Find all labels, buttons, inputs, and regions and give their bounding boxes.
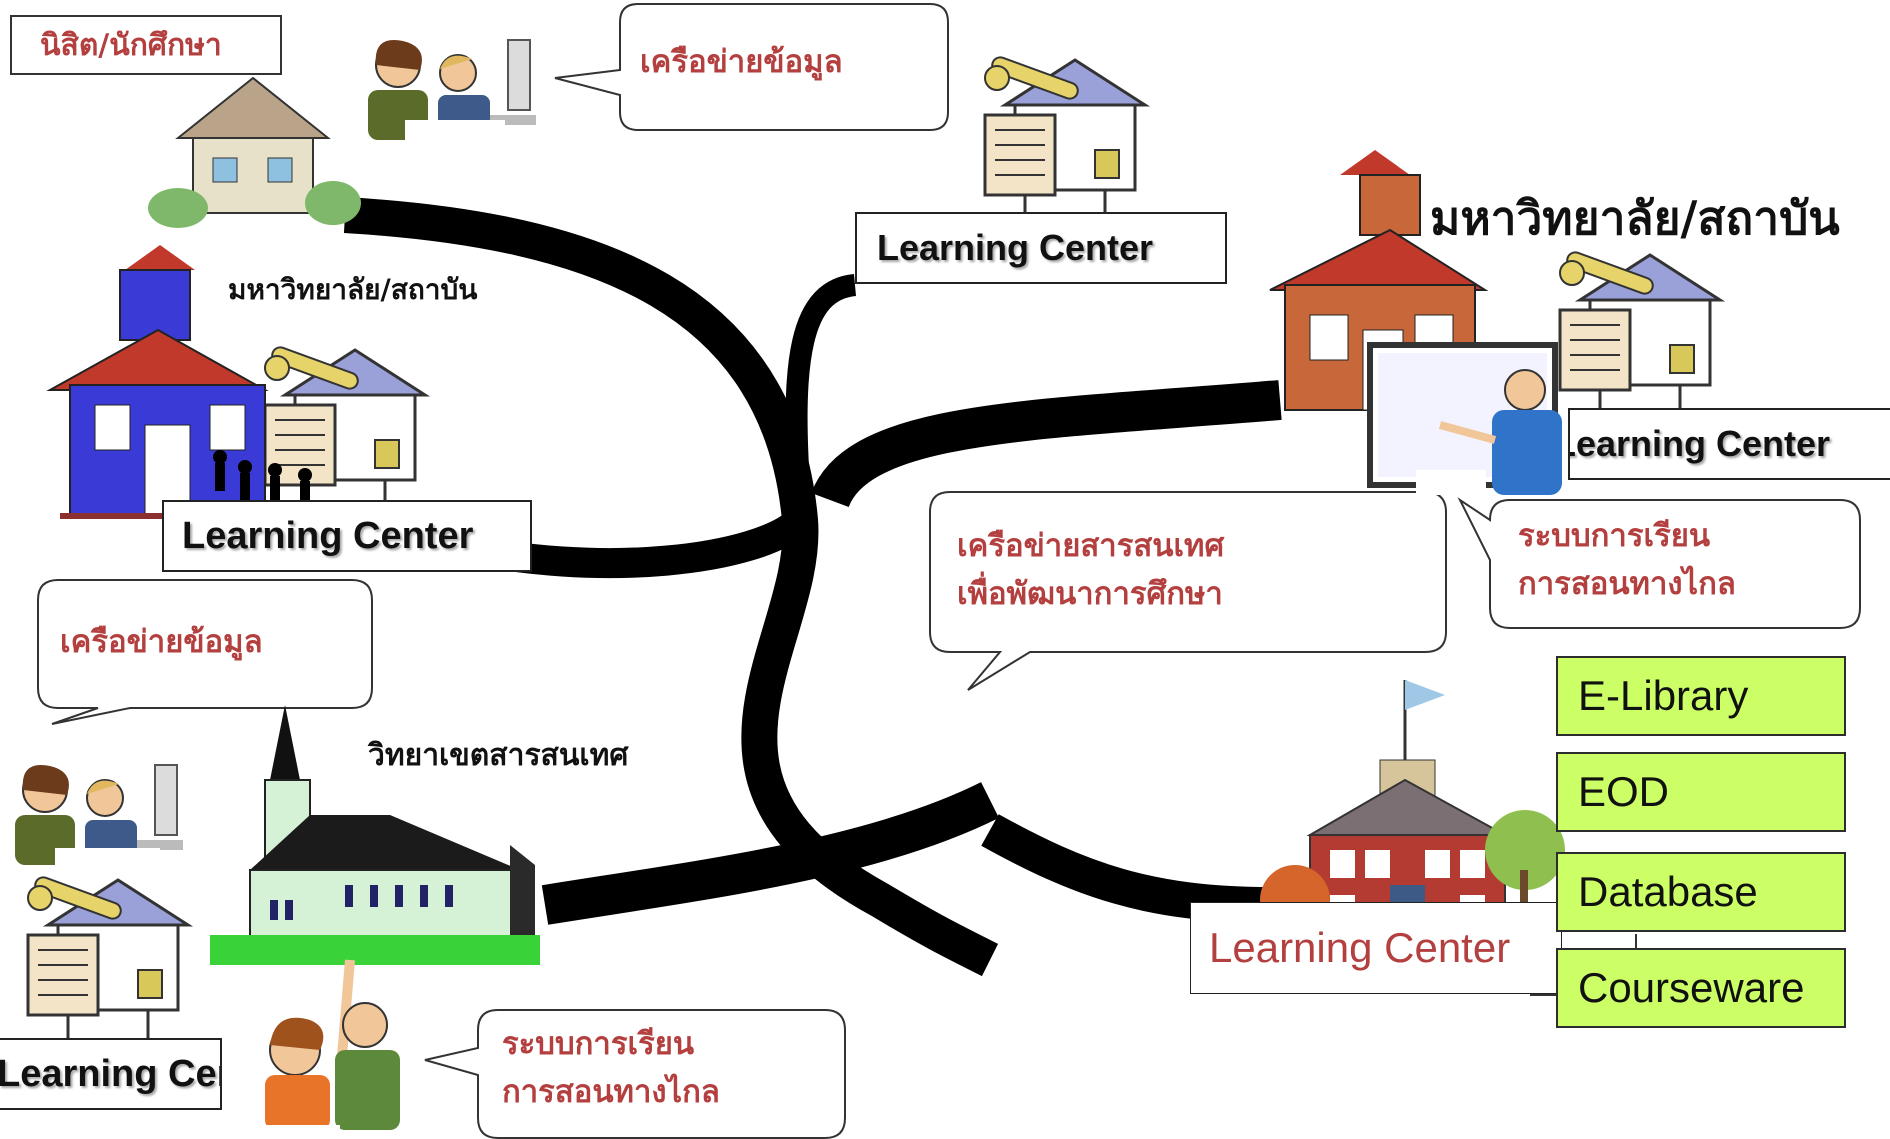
data-network-left-text: เครือข่ายข้อมูล bbox=[60, 624, 263, 660]
resource-database-label: Database bbox=[1578, 868, 1758, 915]
student-label: นิสิต/นักศึกษา bbox=[40, 28, 222, 63]
distance-learning-bottom-text: ระบบการเรียน การสอนทางไกล bbox=[502, 1020, 720, 1116]
resource-courseware: Courseware bbox=[1556, 948, 1846, 1028]
distance-learning-right-text: ระบบการเรียน การสอนทางไกล bbox=[1518, 512, 1736, 608]
learning-center-bottom-right: Learning Center bbox=[1190, 902, 1562, 994]
info-network-line2: เพื่อพัฒนาการศึกษา bbox=[957, 576, 1223, 613]
resource-e-library: E-Library bbox=[1556, 656, 1846, 736]
data-network-top-text: เครือข่ายข้อมูล bbox=[640, 44, 843, 80]
speech-bubbles bbox=[37, 3, 1861, 1139]
resource-eod: EOD bbox=[1556, 752, 1846, 832]
campus-church-illustration bbox=[210, 705, 540, 965]
campus-label: วิทยาเขตสารสนเทศ bbox=[368, 738, 629, 773]
university-label-large: มหาวิทยาลัย/สถาบัน bbox=[1430, 191, 1840, 245]
learning-center-bottom-left: Learning Center bbox=[0, 1038, 222, 1110]
learning-center-bottom-left-label: Learning Center bbox=[0, 1052, 220, 1095]
students-raising-hand-illustration bbox=[260, 959, 400, 1139]
resource-e-library-label: E-Library bbox=[1578, 672, 1749, 719]
learning-center-bottom-right-label: Learning Center bbox=[1209, 924, 1511, 971]
distance-right-line1: ระบบการเรียน bbox=[1518, 518, 1711, 554]
learning-center-left-label: Learning Center bbox=[182, 514, 474, 557]
student-label-box: นิสิต/นักศึกษา bbox=[10, 15, 282, 75]
resource-database: Database bbox=[1556, 852, 1846, 932]
learning-center-top: Learning Center bbox=[855, 212, 1227, 284]
learning-center-right-label: Learning Center bbox=[1568, 423, 1831, 464]
learning-center-top-label: Learning Center bbox=[877, 227, 1154, 268]
network-links bbox=[343, 197, 1282, 977]
learning-center-right: Learning Center bbox=[1568, 408, 1890, 480]
blue-school-illustration bbox=[46, 245, 312, 519]
learning-center-left: Learning Center bbox=[162, 500, 532, 572]
resource-courseware-label: Courseware bbox=[1578, 964, 1805, 1011]
info-network-line1: เครือข่ายสารสนเทศ bbox=[957, 528, 1225, 564]
whiteboard-teacher-illustration bbox=[1367, 342, 1562, 495]
resource-eod-label: EOD bbox=[1578, 768, 1670, 815]
house-illustration bbox=[148, 76, 361, 228]
distance-bottom-line1: ระบบการเรียน bbox=[502, 1026, 695, 1062]
resource-connectors bbox=[1530, 934, 1637, 996]
distance-bottom-line2: การสอนทางไกล bbox=[502, 1074, 720, 1111]
university-label-small: มหาวิทยาลัย/สถาบัน bbox=[228, 273, 478, 306]
info-network-text: เครือข่ายสารสนเทศ เพื่อพัฒนาการศึกษา bbox=[957, 522, 1224, 618]
distance-right-line2: การสอนทางไกล bbox=[1518, 566, 1736, 603]
